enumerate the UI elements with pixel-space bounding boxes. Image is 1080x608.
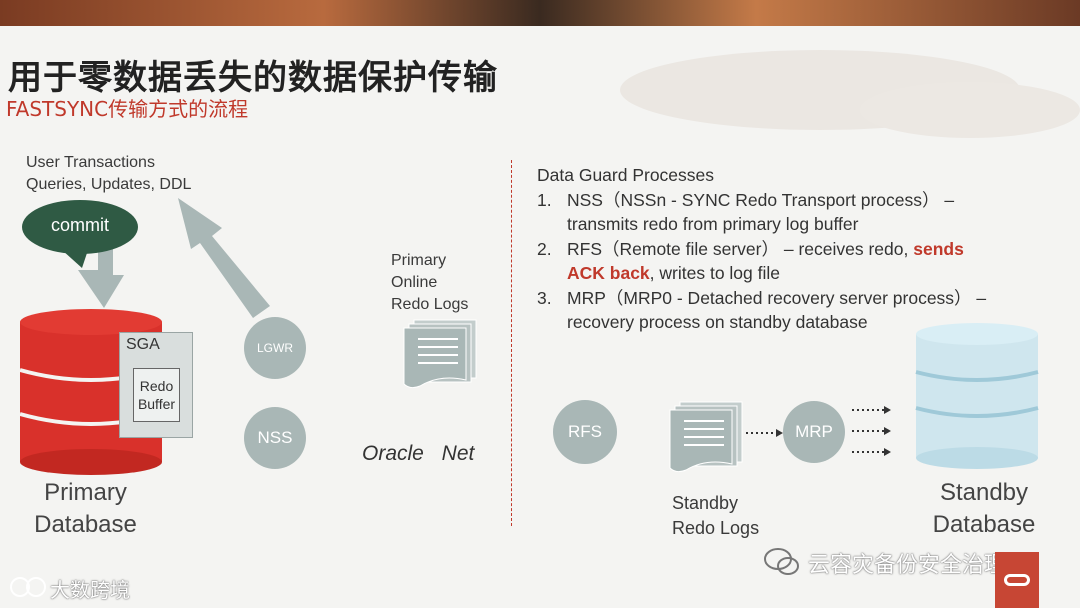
process-num: 3. [537,286,567,311]
standby-redo-line2: Redo Logs [672,516,759,541]
data-guard-processes-list: Data Guard Processes 1.NSS（NSSn - SYNC R… [537,163,986,335]
process-item-rfs: 2.RFS（Remote file server） – receives red… [537,237,986,262]
oracle-logo-icon [1004,574,1030,586]
sga-label: SGA [126,336,160,354]
arrowhead-icon [884,427,891,435]
redo-buffer-box: Redo Buffer [133,368,180,422]
process-num: 1. [537,188,567,213]
process-text: , writes to log file [650,263,780,283]
process-text: RFS（Remote file server） – receives redo, [567,239,913,259]
standby-database-label: Standby Database [925,477,1043,541]
redo-logs-stack-icon [400,318,480,392]
wechat-icon [762,545,802,577]
commit-label: commit [22,215,138,236]
standby-redo-logs-icon [666,400,746,476]
brand-watermark: 大数跨境 [50,574,130,603]
primary-db-line1: Primary [28,477,143,509]
standby-db-line2: Database [925,509,1043,541]
process-item-nss: 1.NSS（NSSn - SYNC Redo Transport process… [537,188,986,213]
primary-database-label: Primary Database [28,477,143,541]
primary-online-redo-logs-label: Primary Online Redo Logs [391,250,468,316]
oracle-logo [995,552,1039,608]
redo-buffer-line1: Redo [134,377,179,395]
oracle-net-label: Oracle Net [362,442,474,466]
primary-db-line2: Database [28,509,143,541]
brand-logo-icon [6,572,50,602]
process-item-nss-cont: transmits redo from primary log buffer [537,212,986,237]
arrowhead-icon [884,406,891,414]
standby-redo-logs-label: Standby Redo Logs [672,491,759,541]
lgwr-process: LGWR [244,317,306,379]
arrowhead-icon [776,429,783,437]
process-highlight: sends [913,239,964,259]
process-item-rfs-cont: ACK back, writes to log file [537,261,986,286]
processes-heading: Data Guard Processes [537,163,986,188]
section-divider [511,160,512,526]
process-text: NSS（NSSn - SYNC Redo Transport process） … [567,190,954,210]
arrowhead-icon [884,448,891,456]
online-logs-line2: Online [391,272,468,294]
standby-redo-line1: Standby [672,491,759,516]
background-texture [590,40,1080,140]
online-logs-line3: Redo Logs [391,294,468,316]
process-num: 2. [537,237,567,262]
standby-database-icon [914,322,1042,472]
wechat-watermark: 云容灾备份安全治理 [808,547,1006,579]
process-item-mrp: 3.MRP（MRP0 - Detached recovery server pr… [537,286,986,311]
redo-buffer-line2: Buffer [134,395,179,413]
diagonal-up-arrow-icon [178,198,270,318]
online-logs-line1: Primary [391,250,468,272]
nss-process: NSS [244,407,306,469]
standby-db-line1: Standby [925,477,1043,509]
process-text: MRP（MRP0 - Detached recovery server proc… [567,288,986,308]
rfs-process: RFS [553,400,617,464]
process-highlight: ACK back [567,263,650,283]
mrp-process: MRP [783,401,845,463]
